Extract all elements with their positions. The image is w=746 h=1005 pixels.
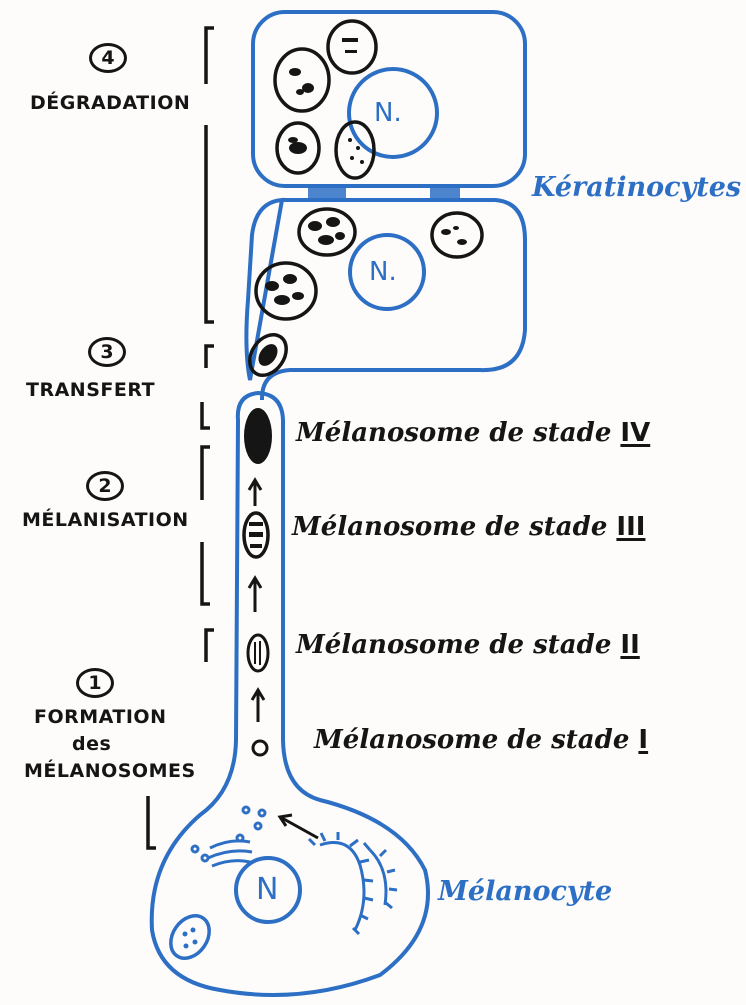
stage-3-number: 3	[88, 337, 126, 367]
melanocyte-label: Mélanocyte	[438, 876, 613, 907]
lower-keratinocyte-nucleus	[348, 233, 426, 311]
melanocyte-outline	[149, 390, 430, 997]
desmosome-right	[430, 186, 460, 200]
upper-keratinocyte-nucleus	[347, 67, 439, 159]
melanosome-stage-iii-numeral: III	[616, 512, 646, 542]
melanosome-stage-ii-text: Mélanosome de stade	[296, 630, 621, 660]
melanosome-stage-iv	[244, 408, 272, 464]
lower-keratinocyte-outline	[244, 197, 527, 400]
golgi-vesicles	[190, 805, 267, 868]
stage-1-title-line2: des	[72, 733, 112, 755]
melanocyte-nucleus-label: N	[256, 872, 279, 907]
lower-nucleus-label: N.	[369, 257, 397, 287]
melanosome-stage-iv-text: Mélanosome de stade	[296, 418, 621, 448]
stage-4-number: 4	[89, 43, 127, 73]
upper-nucleus-label: N.	[374, 98, 402, 128]
melanocyte-nucleus	[234, 856, 302, 924]
stage-1-number: 1	[76, 668, 114, 698]
degrading-melanosomes	[273, 19, 378, 180]
stage-brackets	[146, 26, 214, 850]
melanosome-stage-iii-label: Mélanosome de stade III	[292, 512, 645, 542]
melanosome-stage-iii-text: Mélanosome de stade	[292, 512, 617, 542]
desmosome-left	[308, 186, 346, 200]
stage-3-title: TRANSFERT	[26, 379, 156, 401]
melanocyte-organelle	[169, 914, 211, 960]
maturation-arrows	[247, 477, 319, 840]
organelle-inner	[182, 927, 198, 949]
melanosome-stage-i	[251, 739, 269, 757]
melanosome-stage-ii-label: Mélanosome de stade II	[296, 630, 640, 660]
stage-1-title-line1: FORMATION	[34, 706, 167, 728]
stage-4-title: DÉGRADATION	[30, 92, 191, 114]
melanosome-stage-iii	[242, 511, 270, 559]
melanosome-stage-iv-label: Mélanosome de stade IV	[296, 418, 650, 448]
stage-1-title-line3: MÉLANOSOMES	[24, 760, 196, 782]
melanosome-stage-iv-numeral: IV	[620, 418, 651, 448]
upper-keratinocyte-outline	[251, 10, 527, 188]
melanosome-stage-i-numeral: I	[638, 725, 649, 755]
transferred-melanosomes	[248, 207, 484, 377]
melanosome-stage-i-label: Mélanosome de stade I	[314, 725, 648, 755]
stage-2-title: MÉLANISATION	[22, 509, 189, 531]
melanosome-stage-ii	[246, 633, 270, 673]
melanosome-stage-i-text: Mélanosome de stade	[314, 725, 639, 755]
melanosome-stage-ii-numeral: II	[620, 630, 640, 660]
endoplasmic-reticulum	[307, 832, 398, 936]
dendrite-melanosomes	[242, 408, 272, 757]
stage-2-number: 2	[86, 471, 124, 501]
keratinocytes-label: Kératinocytes	[532, 172, 742, 203]
